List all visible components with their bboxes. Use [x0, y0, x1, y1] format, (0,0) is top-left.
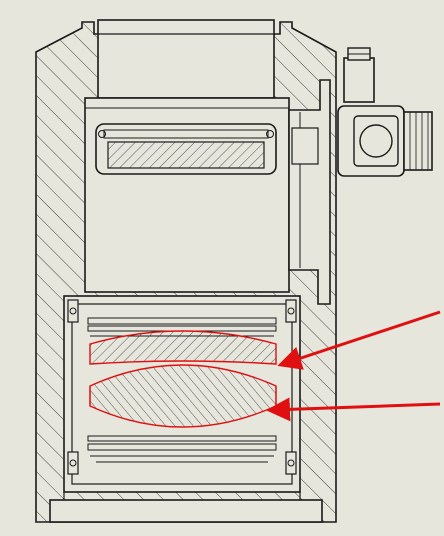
upper-cavity	[84, 97, 290, 293]
callout-arrows	[266, 310, 441, 422]
callout-arrow-lower-lens	[266, 397, 441, 422]
upper-lens-element	[89, 330, 277, 365]
side-bracket	[288, 79, 331, 305]
window-glass	[107, 141, 265, 169]
base-plate	[49, 492, 323, 523]
callout-arrow-upper-lens	[277, 310, 441, 370]
connector-fitting	[337, 47, 433, 177]
